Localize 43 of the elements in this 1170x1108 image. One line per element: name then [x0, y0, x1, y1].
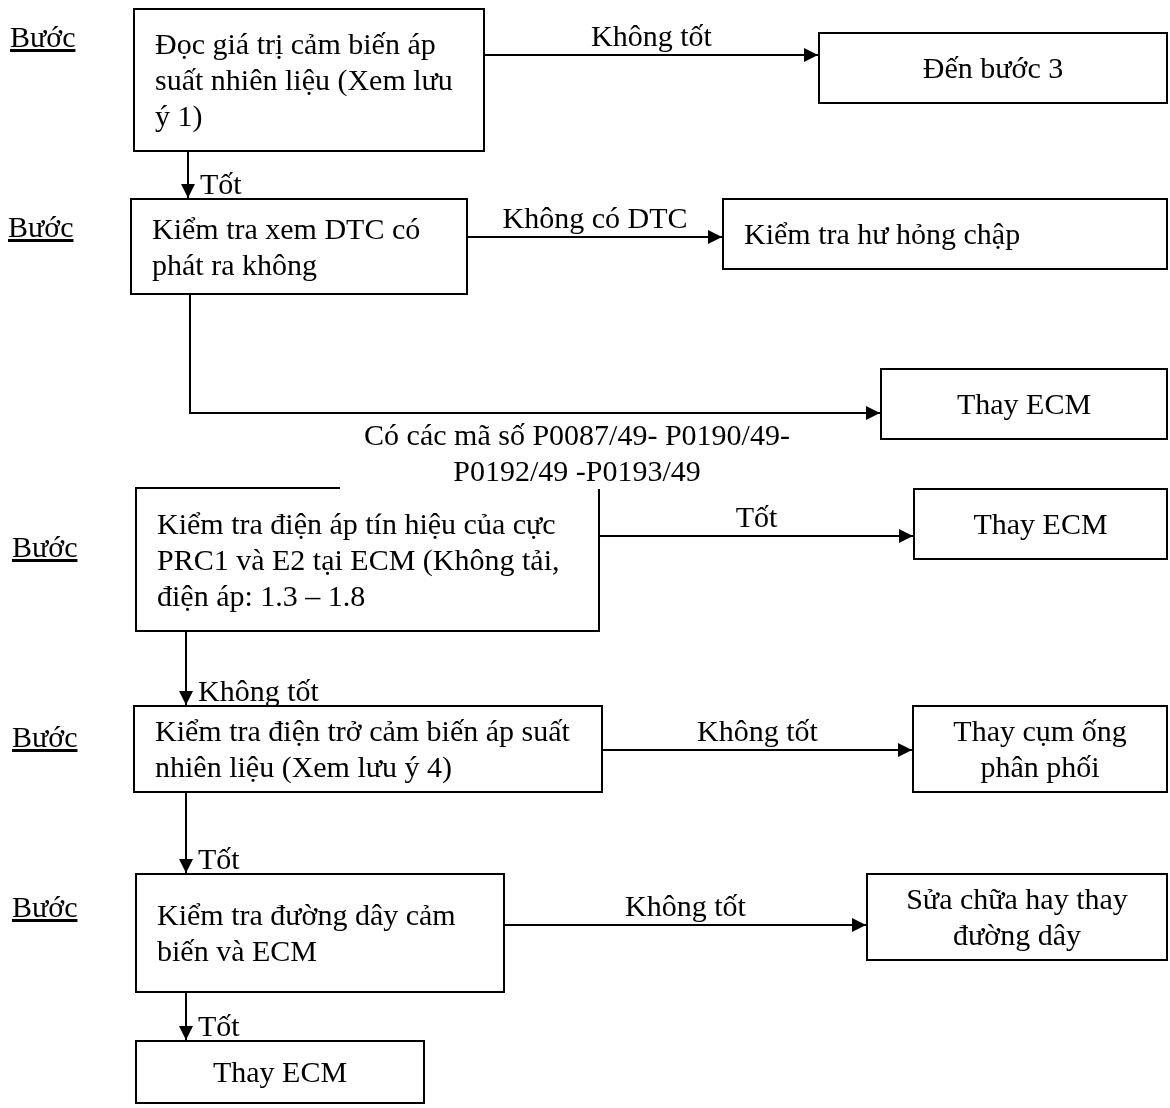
process-box — [135, 1040, 425, 1104]
edge-label: Tốt — [197, 1008, 241, 1044]
process-box — [722, 198, 1168, 270]
arrow — [599, 529, 914, 543]
step-label: Bước — [12, 890, 78, 924]
arrow — [179, 792, 193, 874]
process-box — [135, 873, 505, 993]
arrow — [504, 918, 867, 932]
arrow — [189, 294, 881, 420]
step-label: Bước — [8, 210, 74, 244]
box-text: Thay ECM — [955, 386, 1093, 422]
edge-label: Tốt — [199, 166, 243, 202]
process-box — [135, 487, 600, 632]
process-box — [133, 8, 485, 152]
process-box — [912, 705, 1168, 793]
edge-label: Không tốt — [197, 673, 320, 709]
step-label: Bước — [10, 20, 76, 54]
arrow — [602, 743, 913, 757]
process-box — [880, 368, 1168, 440]
process-box — [133, 705, 603, 793]
box-text: Kiểm tra điện áp tín hiệu của cực PRC1 và E2 tại ECM (Không tải, điện áp: 1.3 – 1.8 — [157, 505, 561, 614]
arrow — [179, 631, 193, 706]
arrow — [181, 151, 195, 199]
box-text: Thay ECM — [972, 506, 1109, 542]
box-text: Thay cụm ống phân phối — [952, 713, 1128, 785]
box-text: Kiểm tra điện trở cảm biến áp suất nhiên liệu (Xem lưu ý 4) — [155, 713, 571, 785]
arrow — [484, 48, 819, 62]
step-label: Bước — [12, 530, 78, 564]
edge-label: Tốt — [197, 841, 241, 877]
box-text: Thay ECM — [211, 1054, 349, 1090]
box-text: Đến bước 3 — [921, 50, 1065, 86]
box-text: Kiểm tra hư hỏng chập — [744, 216, 1022, 252]
process-box — [866, 873, 1168, 961]
process-box — [913, 488, 1168, 560]
box-text: Kiểm tra xem DTC có phát ra không — [152, 210, 422, 283]
step-label: Bước — [12, 720, 78, 754]
process-box — [130, 198, 468, 295]
arrow — [179, 992, 193, 1041]
process-box — [818, 32, 1168, 104]
box-text: Kiểm tra đường dây cảm biến và ECM — [157, 897, 457, 969]
box-text: Đọc giá trị cảm biến áp suất nhiên liệu (Xem lưu ý 1) — [155, 26, 454, 134]
arrow — [467, 230, 723, 244]
box-text: Sửa chữa hay thay đường dây — [905, 881, 1129, 953]
